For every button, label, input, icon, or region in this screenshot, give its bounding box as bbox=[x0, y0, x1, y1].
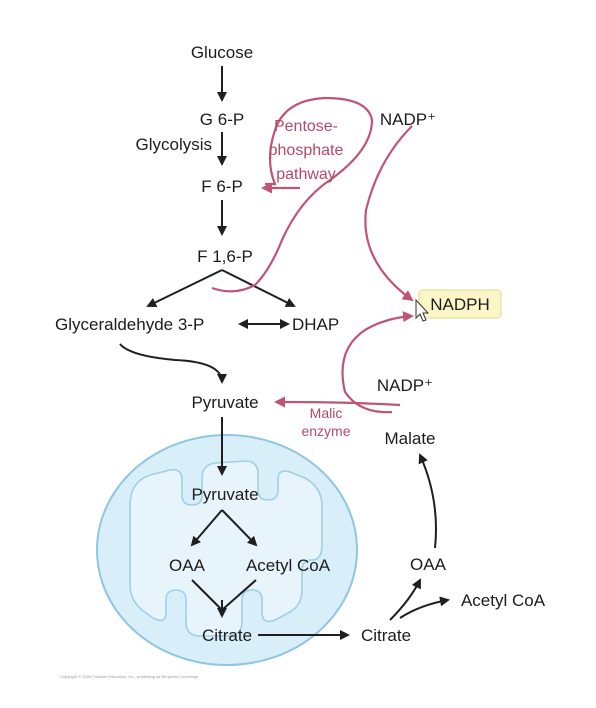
node-g6p: G 6-P bbox=[200, 110, 244, 129]
node-oaa-cytosol: OAA bbox=[410, 555, 447, 574]
mitochondrion-cristae bbox=[129, 460, 323, 637]
label-glycolysis: Glycolysis bbox=[135, 135, 212, 154]
pink-arrows bbox=[211, 96, 414, 414]
node-pyruvate-mitochondrion: Pyruvate bbox=[191, 485, 258, 504]
malic-enzyme-label-line2: enzyme bbox=[301, 423, 350, 439]
node-citrate-cytosol: Citrate bbox=[361, 626, 411, 645]
node-dhap: DHAP bbox=[292, 315, 339, 334]
pentose-label-line2: phosphate bbox=[269, 142, 344, 159]
pentose-label-line1: Pentose- bbox=[274, 118, 338, 135]
node-pyruvate-cytosol: Pyruvate bbox=[191, 393, 258, 412]
node-nadp-middle: NADP⁺ bbox=[377, 376, 433, 395]
mouse-cursor-icon bbox=[415, 298, 430, 322]
mitochondrion bbox=[96, 434, 358, 666]
node-f6p: F 6-P bbox=[201, 177, 243, 196]
node-citrate-mitochondrion: Citrate bbox=[202, 626, 252, 645]
copyright-note: Copyright © 2006 Pearson Education, Inc.… bbox=[60, 674, 198, 679]
node-glucose: Glucose bbox=[191, 43, 253, 62]
node-malate: Malate bbox=[384, 429, 435, 448]
malic-enzyme-label-line1: Malic bbox=[310, 405, 343, 421]
node-glyceraldehyde-3p: Glyceraldehyde 3-P bbox=[55, 315, 204, 334]
pentose-label-line3: pathway bbox=[276, 166, 336, 183]
node-acetyl-coa-mitochondrion: Acetyl CoA bbox=[246, 556, 331, 575]
node-nadp-top: NADP⁺ bbox=[380, 110, 436, 129]
node-acetyl-coa-cytosol: Acetyl CoA bbox=[461, 591, 546, 610]
node-nadph: NADPH bbox=[430, 295, 490, 314]
node-f16p: F 1,6-P bbox=[197, 247, 253, 266]
black-arrows bbox=[119, 66, 450, 640]
node-oaa-mitochondrion: OAA bbox=[169, 556, 206, 575]
